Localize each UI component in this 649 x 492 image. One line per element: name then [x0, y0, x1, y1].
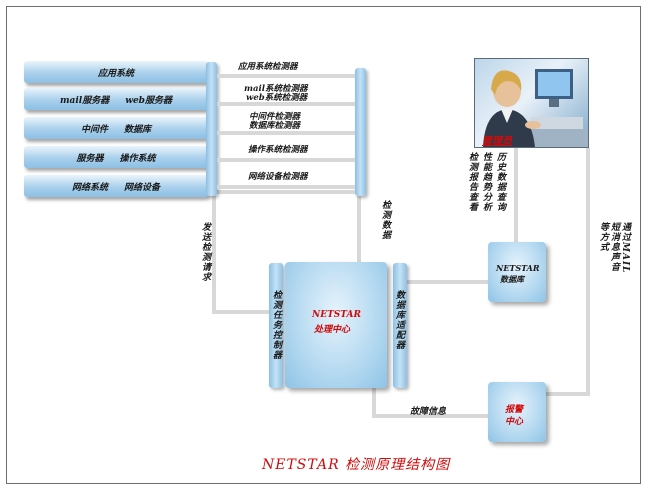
- detector-mail-label: mail系统检测器: [244, 84, 308, 94]
- layer-network: 网络系统 网络设备: [24, 175, 208, 197]
- layer-middleware-db: 中间件 数据库: [24, 117, 208, 139]
- connector-data-vertical: [357, 190, 361, 262]
- detector-database-label: 数据库检测器: [249, 121, 301, 131]
- task-controller-bar: [269, 263, 283, 388]
- detector-line-3: [217, 131, 355, 135]
- detector-line-4: [217, 158, 355, 162]
- layer-server-label: 服务器: [76, 153, 104, 164]
- netstar-database-sub: 数据库: [500, 274, 524, 284]
- connector-detectors-bottom: [212, 190, 358, 194]
- layer-database-label: 数据库: [124, 124, 152, 135]
- diagram-frame: [6, 6, 641, 484]
- connector-alarm-right: [546, 392, 590, 396]
- administrator-label: 管理员: [482, 136, 512, 147]
- send-request-label: 发送检测请求: [200, 222, 210, 282]
- detect-data-label: 检测数据: [380, 200, 390, 240]
- alarm-center: [488, 382, 546, 442]
- layer-mail-label: mail服务器: [60, 95, 110, 106]
- detector-line-1: [217, 74, 355, 78]
- detector-bar-left: [206, 62, 217, 196]
- db-adapter-label: 数据库适配器: [394, 290, 404, 350]
- administrator-photo: [474, 58, 589, 148]
- task-controller-label: 检测任务控制器: [271, 290, 281, 360]
- detector-line-5: [217, 185, 355, 189]
- detector-os-label: 操作系统检测器: [248, 145, 308, 155]
- layer-server-os: 服务器 操作系统: [24, 146, 208, 168]
- connector-request-horizontal: [212, 310, 272, 314]
- layer-os-label: 操作系统: [119, 153, 156, 164]
- detector-web-label: web系统检测器: [246, 93, 308, 103]
- admin-history-query: 历史数据查询: [495, 152, 505, 212]
- administrator-illustration: [483, 69, 588, 147]
- diagram-title: NETSTAR 检测原理结构图: [262, 457, 451, 473]
- detector-app-label: 应用系统检测器: [238, 62, 298, 72]
- layer-application: 应用系统: [24, 61, 208, 83]
- connector-request-vertical: [212, 190, 216, 314]
- processing-center-name: NETSTAR: [312, 310, 361, 320]
- netstar-database: [488, 242, 546, 302]
- connector-admin-db: [514, 148, 518, 244]
- alarm-center-name: 报警: [505, 405, 524, 415]
- notify-label: 通过MAIL短消息声音等方式: [598, 222, 630, 274]
- layer-mail-web: mail服务器 web服务器: [24, 88, 208, 110]
- fault-info-label: 故障信息: [410, 407, 447, 417]
- detector-middleware-label: 中间件检测器: [249, 112, 301, 122]
- layer-middleware-label: 中间件: [80, 124, 108, 135]
- admin-report-view: 检测报告查看: [467, 152, 477, 212]
- detector-network-label: 网络设备检测器: [248, 172, 308, 182]
- processing-center: [285, 262, 387, 388]
- layer-web-label: web服务器: [125, 95, 172, 106]
- connector-adapter-db: [406, 280, 490, 284]
- layer-application-label: 应用系统: [97, 68, 134, 79]
- connector-fault-vertical: [372, 388, 376, 418]
- layer-net-system-label: 网络系统: [71, 182, 108, 193]
- layer-net-device-label: 网络设备: [124, 182, 161, 193]
- detector-line-2: [217, 102, 355, 106]
- admin-trend-analysis: 性能趋势分析: [481, 152, 491, 212]
- detector-bar-right: [355, 68, 366, 196]
- processing-center-sub: 处理中心: [314, 325, 351, 335]
- db-adapter-bar: [393, 263, 407, 388]
- netstar-database-name: NETSTAR: [496, 263, 540, 273]
- connector-fault-horizontal: [372, 414, 488, 418]
- alarm-center-sub: 中心: [505, 417, 524, 427]
- connector-notify-vertical: [586, 148, 590, 396]
